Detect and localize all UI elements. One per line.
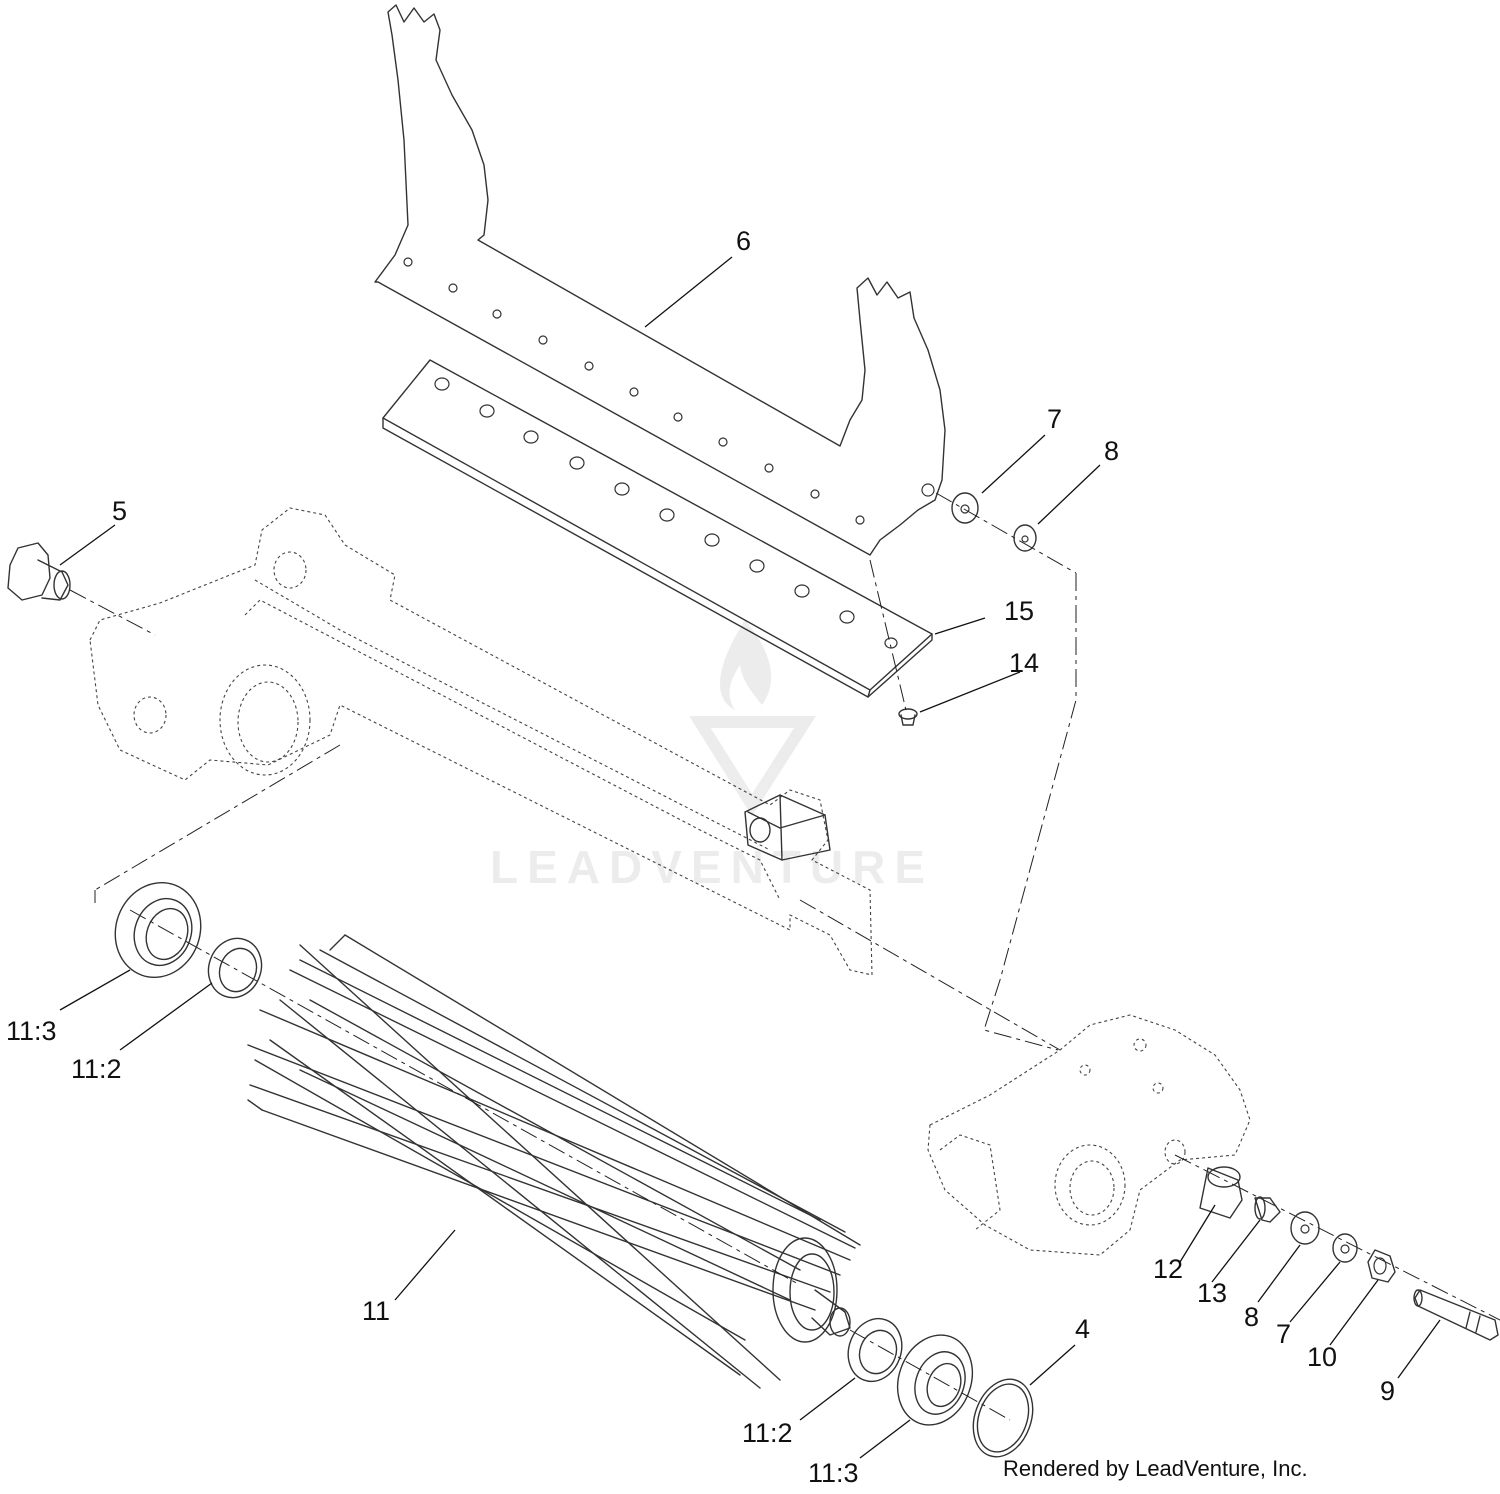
part-6-bracket (374, 4, 946, 556)
callout-15: 15 (1004, 596, 1034, 626)
callout-7-upper: 7 (1047, 404, 1062, 434)
render-credit: Rendered by LeadVenture, Inc. (1003, 1456, 1308, 1481)
part-10-nut (1367, 1249, 1396, 1283)
part-11-2-seal-right (847, 1317, 903, 1383)
callout-10: 10 (1307, 1342, 1337, 1372)
leader-lines (59, 256, 1441, 1459)
callout-13: 13 (1197, 1278, 1227, 1308)
callout-8-upper: 8 (1104, 436, 1119, 466)
part-14-screw (869, 559, 918, 726)
leadventure-watermark: LEADVENTURE (490, 620, 934, 893)
callout-11-2-left: 11:2 (71, 1054, 122, 1084)
callout-11-2-right: 11:2 (742, 1418, 793, 1448)
callout-14: 14 (1009, 648, 1039, 678)
part-11-3-bearing-right (896, 1334, 974, 1426)
part-7-washer-upper (951, 492, 979, 524)
callout-6: 6 (736, 226, 751, 256)
part-13-spacer (1254, 1196, 1281, 1223)
callout-11-3-left: 11:3 (6, 1016, 57, 1046)
part-11-2-seal-left (207, 937, 263, 999)
frame-reference (89, 507, 1061, 1051)
watermark-text: LEADVENTURE (490, 841, 934, 893)
part-11-3-bearing-left (114, 881, 202, 979)
callout-8-lower: 8 (1244, 1302, 1259, 1332)
callout-7-lower: 7 (1276, 1319, 1291, 1349)
callout-9: 9 (1380, 1376, 1395, 1406)
part-15-bedknife (382, 359, 933, 698)
callouts: 6 7 8 5 15 14 11:3 11:2 11 4 11:2 11:3 1… (6, 226, 1395, 1488)
part-11-reel (129, 909, 861, 1389)
part-8-washer-upper (1013, 524, 1037, 552)
callout-11: 11 (362, 1296, 390, 1326)
part-5-plug (7, 542, 156, 636)
part-7-washer-lower (1332, 1233, 1358, 1263)
part-12-bushing (1199, 1166, 1243, 1219)
part-9-shaft (1413, 1289, 1499, 1341)
callout-11-3-right: 11:3 (808, 1458, 859, 1488)
callout-4: 4 (1075, 1314, 1090, 1344)
right-side-plate (927, 1014, 1500, 1321)
callout-5: 5 (112, 496, 127, 526)
flame-logo-icon (689, 620, 816, 817)
part-4-ring (972, 1378, 1034, 1458)
part-8-washer-lower (1290, 1211, 1320, 1245)
callout-12: 12 (1153, 1254, 1183, 1284)
